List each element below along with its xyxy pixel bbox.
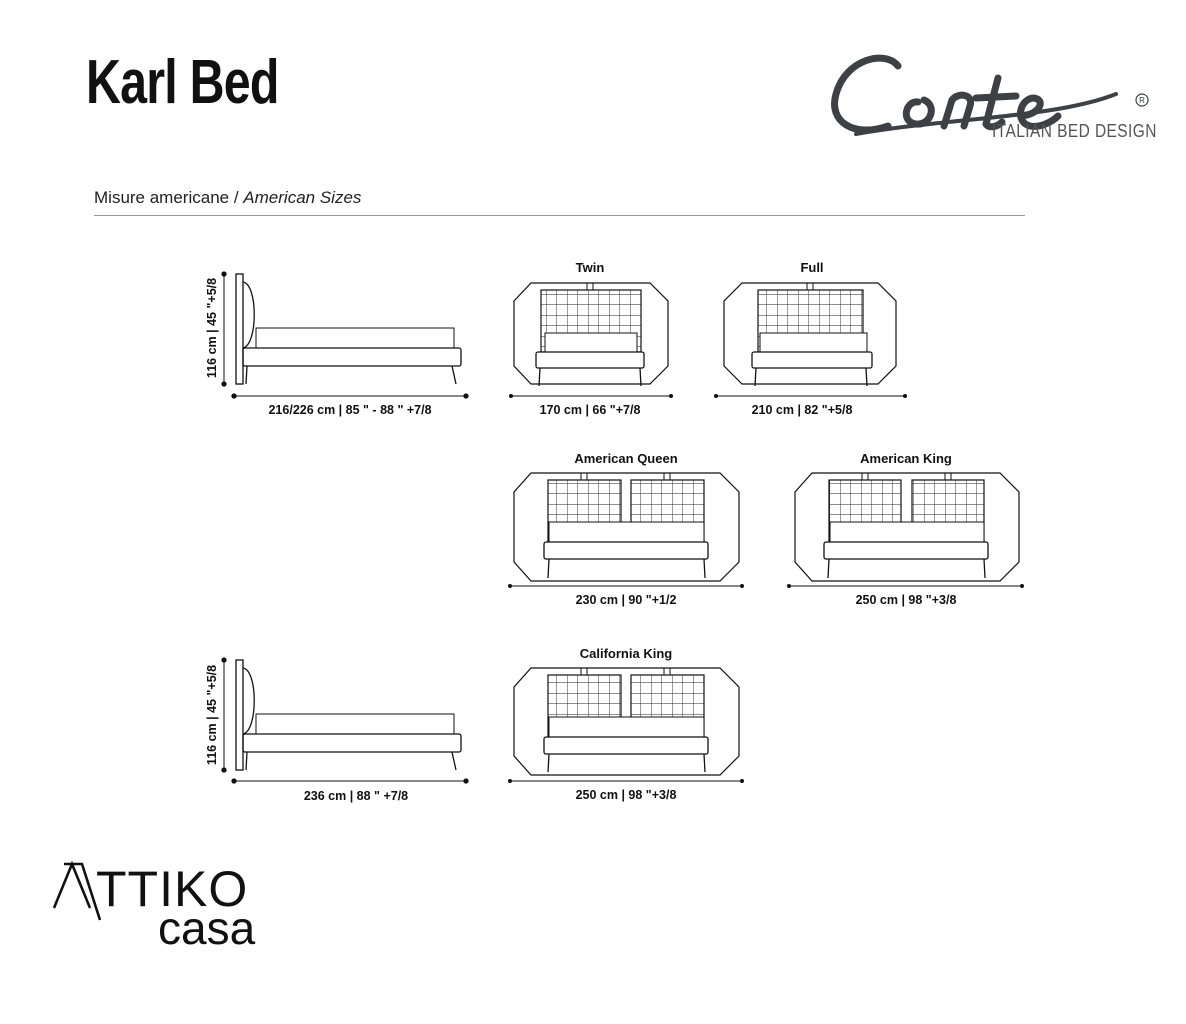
side-view-2-height: 116 cm | 45 "+5/8 [205,665,219,765]
front-view-full [714,282,907,398]
page-title: Karl Bed [86,48,279,117]
size-name-twin: Twin [576,260,605,275]
side-view-1-height: 116 cm | 45 "+5/8 [205,278,219,378]
side-view-2 [221,657,469,784]
section-divider [94,215,1025,216]
size-width-twin: 170 cm | 66 "+7/8 [540,403,641,417]
section-label: Misure americane / American Sizes [94,188,361,208]
size-width-california-king: 250 cm | 98 "+3/8 [576,788,677,802]
size-width-american-queen: 230 cm | 90 "+1/2 [576,593,677,607]
front-view-twin [509,282,673,398]
section-label-it: Misure americane / [94,188,239,207]
front-view-california-king [508,667,744,783]
size-name-american-king: American King [860,451,952,466]
casa-wordmark: casa [158,902,256,954]
side-view-1-length: 216/226 cm | 85 " - 88 " +7/8 [268,403,431,417]
size-name-full: Full [800,260,823,275]
front-view-american-king [787,472,1024,588]
size-name-california-king: California King [580,646,673,661]
front-view-american-queen [508,472,744,588]
attiko-casa-logo: TTIKO casa [52,860,256,954]
size-width-full: 210 cm | 82 "+5/8 [752,403,853,417]
size-width-american-king: 250 cm | 98 "+3/8 [856,593,957,607]
conte-logo: R [831,54,1149,136]
size-name-american-queen: American Queen [574,451,677,466]
attiko-wordmark: TTIKO [96,861,248,917]
section-label-en: American Sizes [243,188,362,207]
side-view-2-length: 236 cm | 88 " +7/8 [304,789,408,803]
brand-tagline: ITALIAN BED DESIGN [992,121,1157,141]
side-view-1 [221,271,469,399]
svg-text:R: R [1139,96,1145,105]
